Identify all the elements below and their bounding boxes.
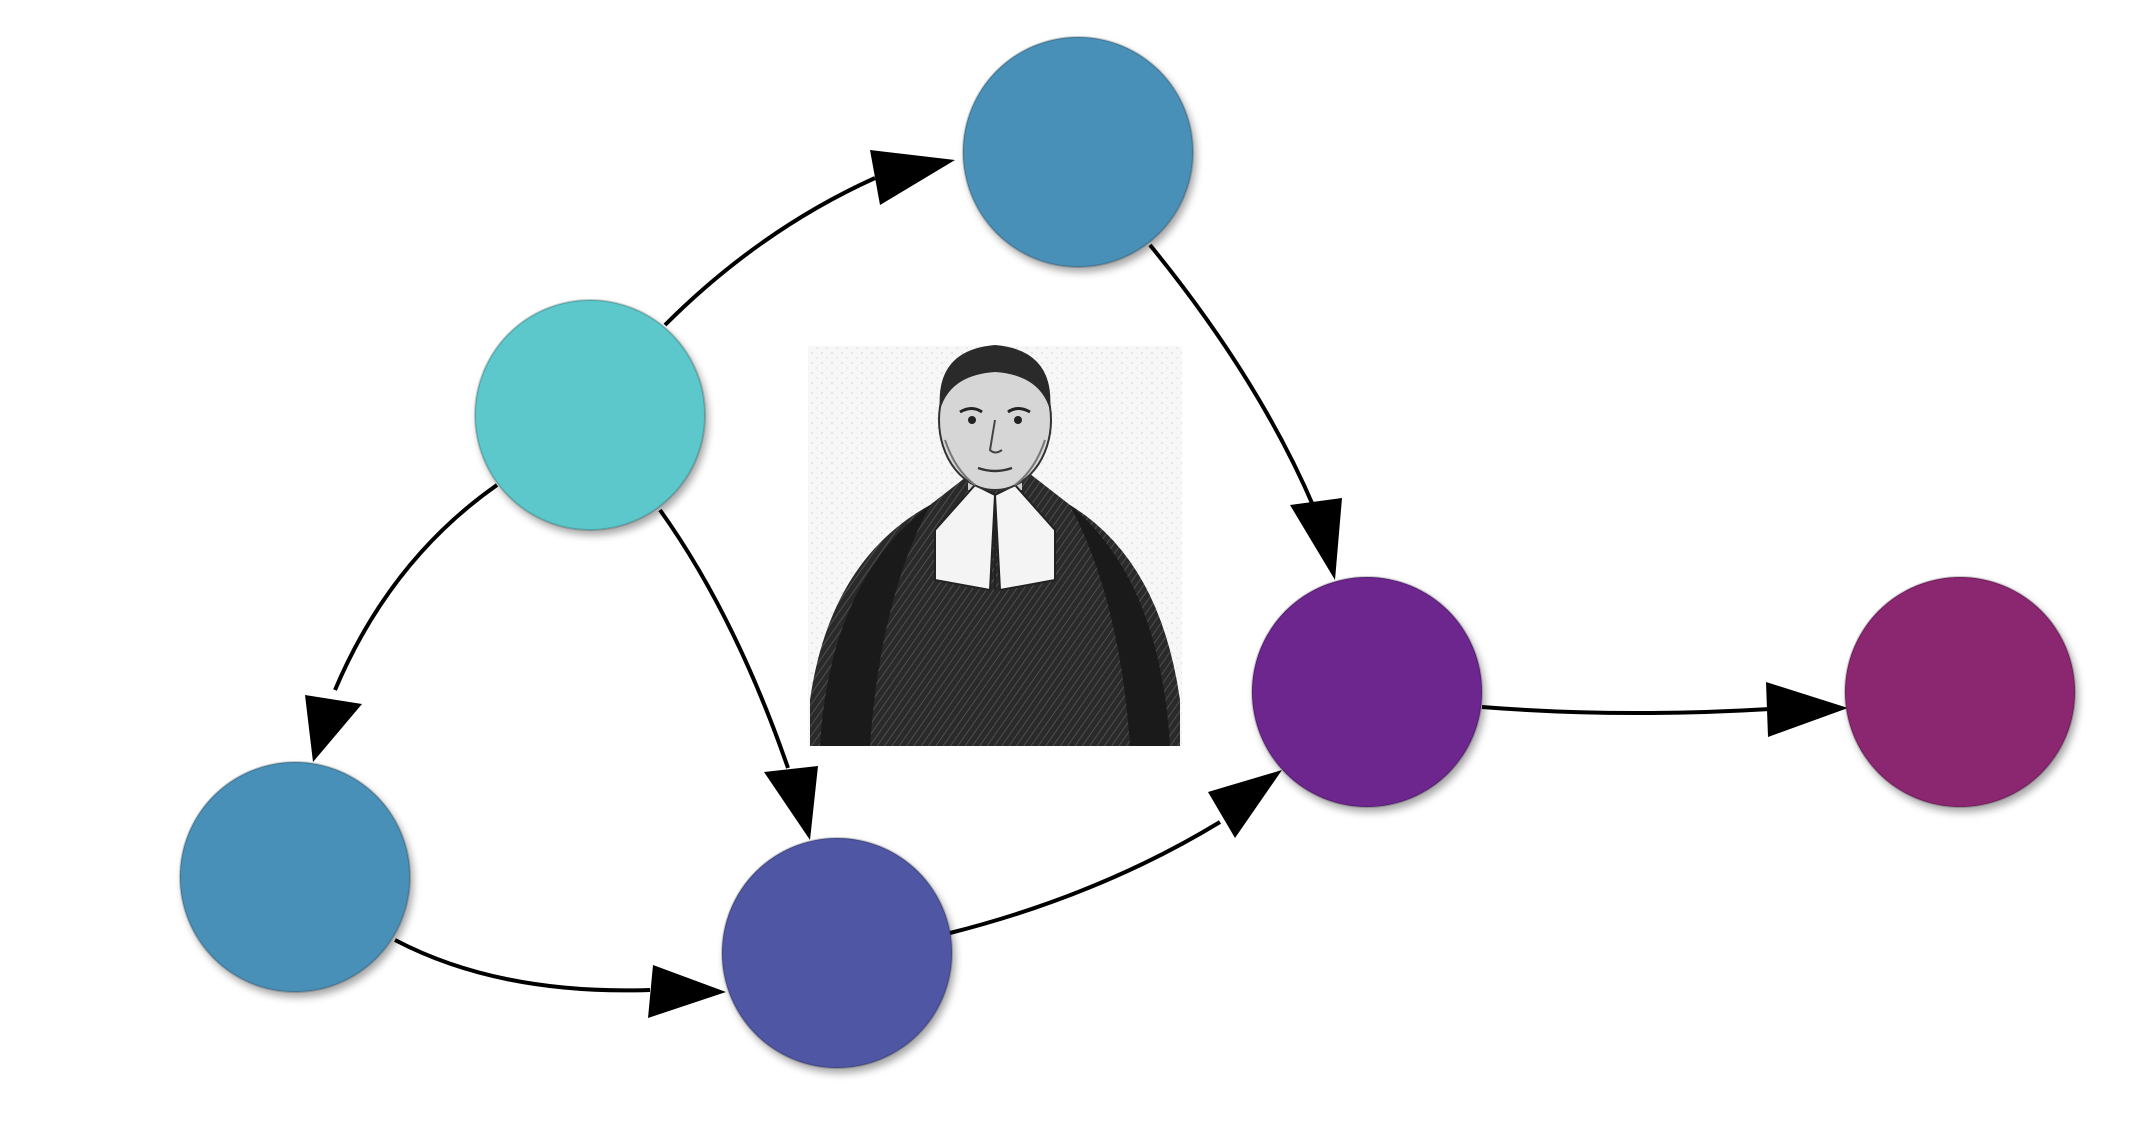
node-top: [962, 36, 1194, 268]
edge-purple-to-magenta: [1481, 705, 1771, 716]
arrowhead-root-to-bottom-left: [305, 695, 362, 762]
arrowhead-root-to-middle-bottom: [764, 766, 818, 840]
edge-root-to-bottom-left: [333, 483, 499, 691]
arrowhead-bottom-left-to-middle-bottom: [648, 965, 726, 1018]
edges-layer: [305, 150, 1848, 1018]
edge-top-to-purple: [1148, 243, 1317, 511]
arrowhead-top-to-purple: [1290, 498, 1342, 580]
arrowhead-purple-to-magenta: [1766, 682, 1848, 737]
node-root: [474, 299, 706, 531]
node-purple: [1251, 576, 1483, 808]
node-bottom-left: [179, 761, 411, 993]
portrait-engraving: [808, 345, 1182, 746]
arrowhead-root-to-top: [870, 150, 955, 205]
edge-middle-bottom-to-purple: [949, 820, 1222, 935]
node-middle-bottom: [721, 837, 953, 1069]
arrowhead-middle-bottom-to-purple: [1208, 770, 1282, 838]
edge-root-to-top: [663, 176, 876, 327]
edge-root-to-middle-bottom: [658, 508, 790, 769]
nodes-layer: [179, 36, 2076, 1069]
edge-bottom-left-to-middle-bottom: [394, 938, 651, 993]
node-magenta: [1844, 576, 2076, 808]
